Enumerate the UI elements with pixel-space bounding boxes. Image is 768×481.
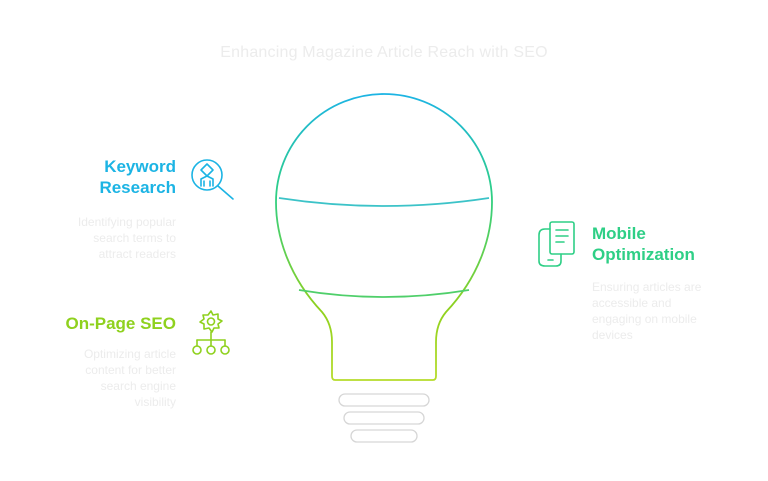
base-ring-1 xyxy=(338,393,430,407)
gear-network-icon xyxy=(192,310,230,355)
on-page-seo-heading: On-Page SEO xyxy=(36,313,176,334)
onpage-desc-line3: search engine xyxy=(100,379,176,393)
divider-mobile xyxy=(298,289,470,298)
keyword-research-description: Identifying popular search terms to attr… xyxy=(36,214,176,262)
onpage-desc-line1: Optimizing article xyxy=(83,347,176,361)
keyword-desc-line1: Identifying popular xyxy=(77,215,176,229)
keyword-heading-line2: Research xyxy=(99,178,176,197)
base-ring-2 xyxy=(343,411,425,425)
mobile-desc-line1: Ensuring articles are xyxy=(592,280,702,294)
mobile-heading-line1: Mobile xyxy=(592,224,646,243)
mobile-document-icon xyxy=(538,221,575,267)
mobile-optimization-description: Ensuring articles are accessible and eng… xyxy=(592,279,752,343)
base-ring-3 xyxy=(350,429,418,443)
keyword-heading-line1: Keyword xyxy=(104,157,176,176)
on-page-seo-description: Optimizing article content for better se… xyxy=(36,346,176,410)
diagram-title: Enhancing Magazine Article Reach with SE… xyxy=(220,44,548,61)
mobile-desc-line3: engaging on mobile xyxy=(592,312,697,326)
keyword-desc-line2: search terms to xyxy=(93,231,176,245)
onpage-heading-text: On-Page SEO xyxy=(65,314,176,333)
mobile-optimization-heading: Mobile Optimization xyxy=(592,223,752,265)
lightbulb-outline xyxy=(275,93,493,381)
lightbulb-base xyxy=(338,393,430,443)
onpage-desc-line4: visibility xyxy=(134,395,176,409)
search-icon xyxy=(191,159,234,200)
mobile-desc-line2: accessible and xyxy=(592,296,672,310)
mobile-desc-line4: devices xyxy=(592,328,633,342)
mobile-heading-line2: Optimization xyxy=(592,245,695,264)
onpage-desc-line2: content for better xyxy=(85,363,176,377)
keyword-desc-line3: attract readers xyxy=(98,247,176,261)
divider-keyword xyxy=(278,197,490,207)
keyword-research-heading: Keyword Research xyxy=(56,156,176,198)
